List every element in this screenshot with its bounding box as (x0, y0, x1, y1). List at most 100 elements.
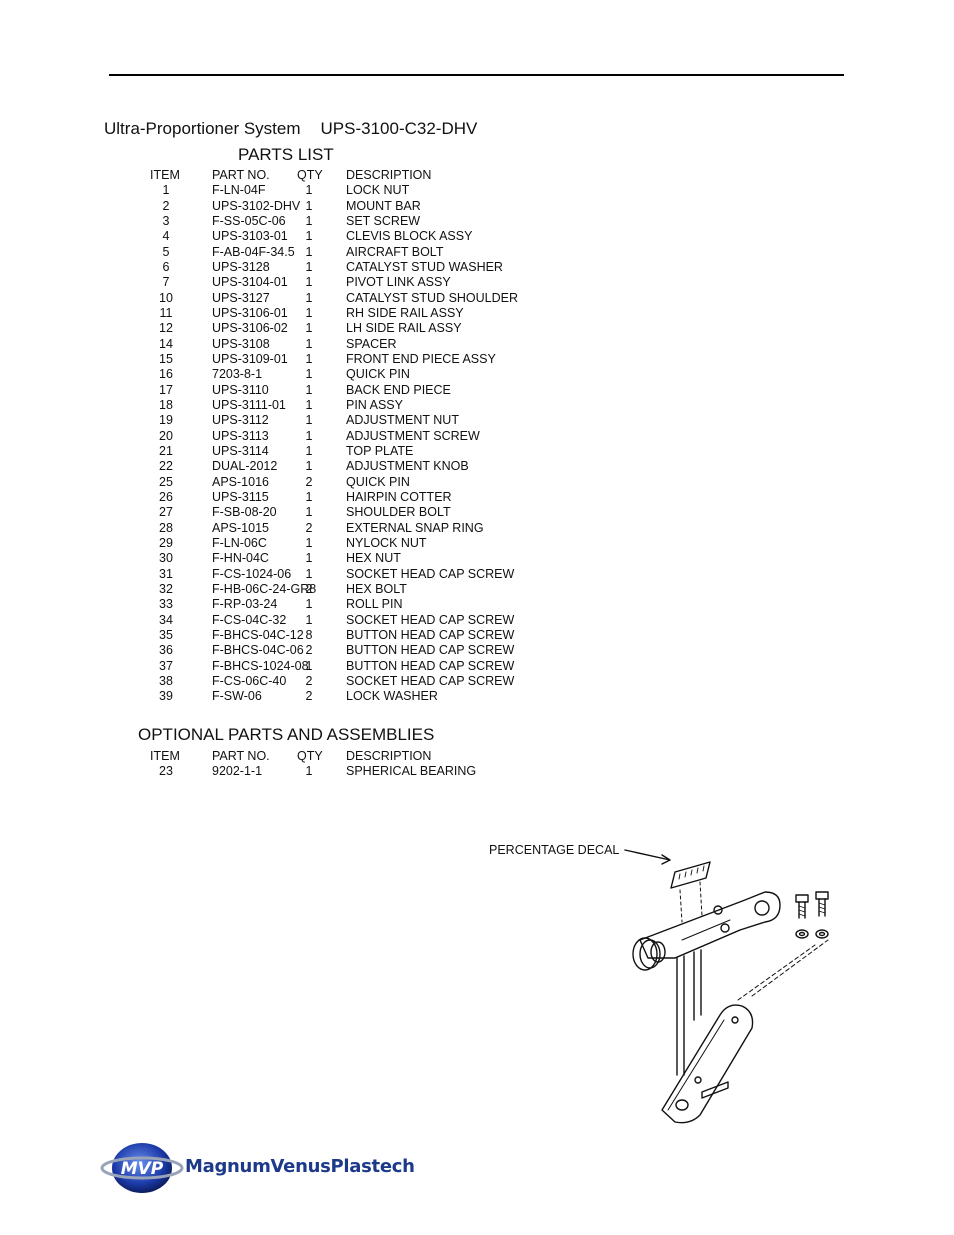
part-no-cell: F-HB-06C-24-GR8 (212, 581, 317, 596)
description-cell: SHOULDER BOLT (346, 505, 451, 520)
item-cell: 21 (159, 443, 173, 458)
description-header: DESCRIPTION (346, 168, 432, 182)
part-no-header: PART NO. (212, 749, 270, 763)
part-no-cell: UPS-3128 (212, 259, 270, 274)
part-no-cell: F-BHCS-04C-12 (212, 627, 304, 642)
description-cell: HEX NUT (346, 551, 401, 566)
qty-cell: 2 (305, 581, 313, 596)
part-no-cell: F-LN-04F (212, 183, 266, 198)
pivot-pin-part (675, 1099, 689, 1111)
item-cell: 5 (162, 244, 170, 259)
description-cell: NYLOCK NUT (346, 535, 427, 550)
description-cell: ADJUSTMENT NUT (346, 413, 459, 428)
qty-cell: 1 (305, 505, 313, 520)
qty-cell: 1 (305, 367, 313, 382)
item-cell: 2 (162, 198, 170, 213)
qty-cell: 1 (305, 658, 313, 673)
part-no-cell: UPS-3103-01 (212, 229, 288, 244)
qty-cell: 1 (305, 305, 313, 320)
item-cell: 31 (159, 566, 173, 581)
description-cell: ROLL PIN (346, 597, 403, 612)
item-cell: 12 (159, 321, 173, 336)
qty-cell: 1 (305, 229, 313, 244)
qty-cell: 1 (305, 597, 313, 612)
description-cell: BUTTON HEAD CAP SCREW (346, 627, 515, 642)
item-cell: 30 (159, 551, 173, 566)
item-cell: 37 (159, 658, 173, 673)
description-cell: ADJUSTMENT SCREW (346, 428, 480, 443)
description-header: DESCRIPTION (346, 749, 432, 763)
description-cell: PIN ASSY (346, 397, 403, 412)
item-cell: 38 (159, 673, 173, 688)
description-cell: LH SIDE RAIL ASSY (346, 321, 462, 336)
qty-cell: 1 (305, 290, 313, 305)
qty-cell: 1 (305, 198, 313, 213)
qty-cell: 1 (305, 351, 313, 366)
description-cell: EXTERNAL SNAP RING (346, 520, 484, 535)
description-cell: FRONT END PIECE ASSY (346, 351, 496, 366)
part-no-cell: F-RP-03-24 (212, 597, 278, 612)
item-cell: 22 (159, 459, 173, 474)
item-cell: 4 (162, 229, 170, 244)
qty-header: QTY (297, 168, 323, 182)
description-cell: SOCKET HEAD CAP SCREW (346, 673, 515, 688)
description-cell: HEX BOLT (346, 581, 407, 596)
description-cell: TOP PLATE (346, 443, 414, 458)
optional-parts-heading: OPTIONAL PARTS AND ASSEMBLIES (138, 725, 435, 744)
part-no-cell: UPS-3104-01 (212, 275, 288, 290)
qty-cell: 1 (305, 336, 313, 351)
item-cell: 7 (162, 275, 170, 290)
part-no-cell: F-CS-1024-06 (212, 566, 292, 581)
item-header: ITEM (150, 168, 180, 182)
qty-cell: 8 (305, 627, 313, 642)
description-cell: PIVOT LINK ASSY (346, 275, 451, 290)
item-cell: 20 (159, 428, 173, 443)
item-cell: 15 (159, 351, 173, 366)
item-cell: 18 (159, 397, 173, 412)
item-cell: 10 (159, 290, 173, 305)
description-cell: AIRCRAFT BOLT (346, 244, 444, 259)
description-cell: SOCKET HEAD CAP SCREW (346, 566, 515, 581)
qty-cell: 1 (305, 382, 313, 397)
description-cell: BUTTON HEAD CAP SCREW (346, 658, 515, 673)
side-rails-part (676, 949, 702, 1076)
adjustment-knob-part (632, 937, 658, 971)
description-cell: BACK END PIECE (346, 382, 451, 397)
item-cell: 17 (159, 382, 173, 397)
description-cell: CATALYST STUD SHOULDER (346, 290, 519, 305)
part-no-cell: F-BHCS-04C-06 (212, 643, 304, 658)
item-cell: 36 (159, 643, 173, 658)
system-name: Ultra-Proportioner System (104, 119, 301, 138)
header-rule (109, 74, 844, 76)
part-no-cell: F-BHCS-1024-08 (212, 658, 309, 673)
qty-cell: 2 (305, 643, 313, 658)
item-cell: 19 (159, 413, 173, 428)
part-no-cell: 7203-8-1 (212, 367, 263, 382)
part-no-header: PART NO. (212, 168, 270, 182)
callout-leader-line (624, 849, 671, 861)
qty-cell: 2 (305, 474, 313, 489)
mount-bar-part (639, 891, 781, 959)
qty-cell: 1 (305, 259, 313, 274)
part-no-cell: UPS-3113 (212, 428, 269, 443)
description-cell: CATALYST STUD WASHER (346, 259, 503, 274)
item-cell: 14 (159, 336, 173, 351)
percentage-decal-callout: PERCENTAGE DECAL (489, 843, 620, 857)
item-cell: 23 (159, 764, 173, 779)
parts-list-heading: PARTS LIST (238, 145, 334, 164)
qty-cell: 1 (305, 213, 313, 228)
description-cell: HAIRPIN COTTER (346, 489, 452, 504)
item-cell: 6 (162, 259, 170, 274)
qty-cell: 2 (305, 673, 313, 688)
part-no-cell: UPS-3108 (212, 336, 270, 351)
percentage-decal (670, 861, 711, 889)
part-no-cell: APS-1016 (212, 474, 269, 489)
part-no-cell: UPS-3102-DHV (212, 198, 301, 213)
mvp-globe-icon: MVP (100, 1143, 184, 1193)
part-no-cell: UPS-3110 (212, 382, 269, 397)
description-cell: LOCK WASHER (346, 689, 438, 704)
item-cell: 25 (159, 474, 173, 489)
item-cell: 32 (159, 581, 173, 596)
back-end-piece-part (661, 1004, 754, 1124)
